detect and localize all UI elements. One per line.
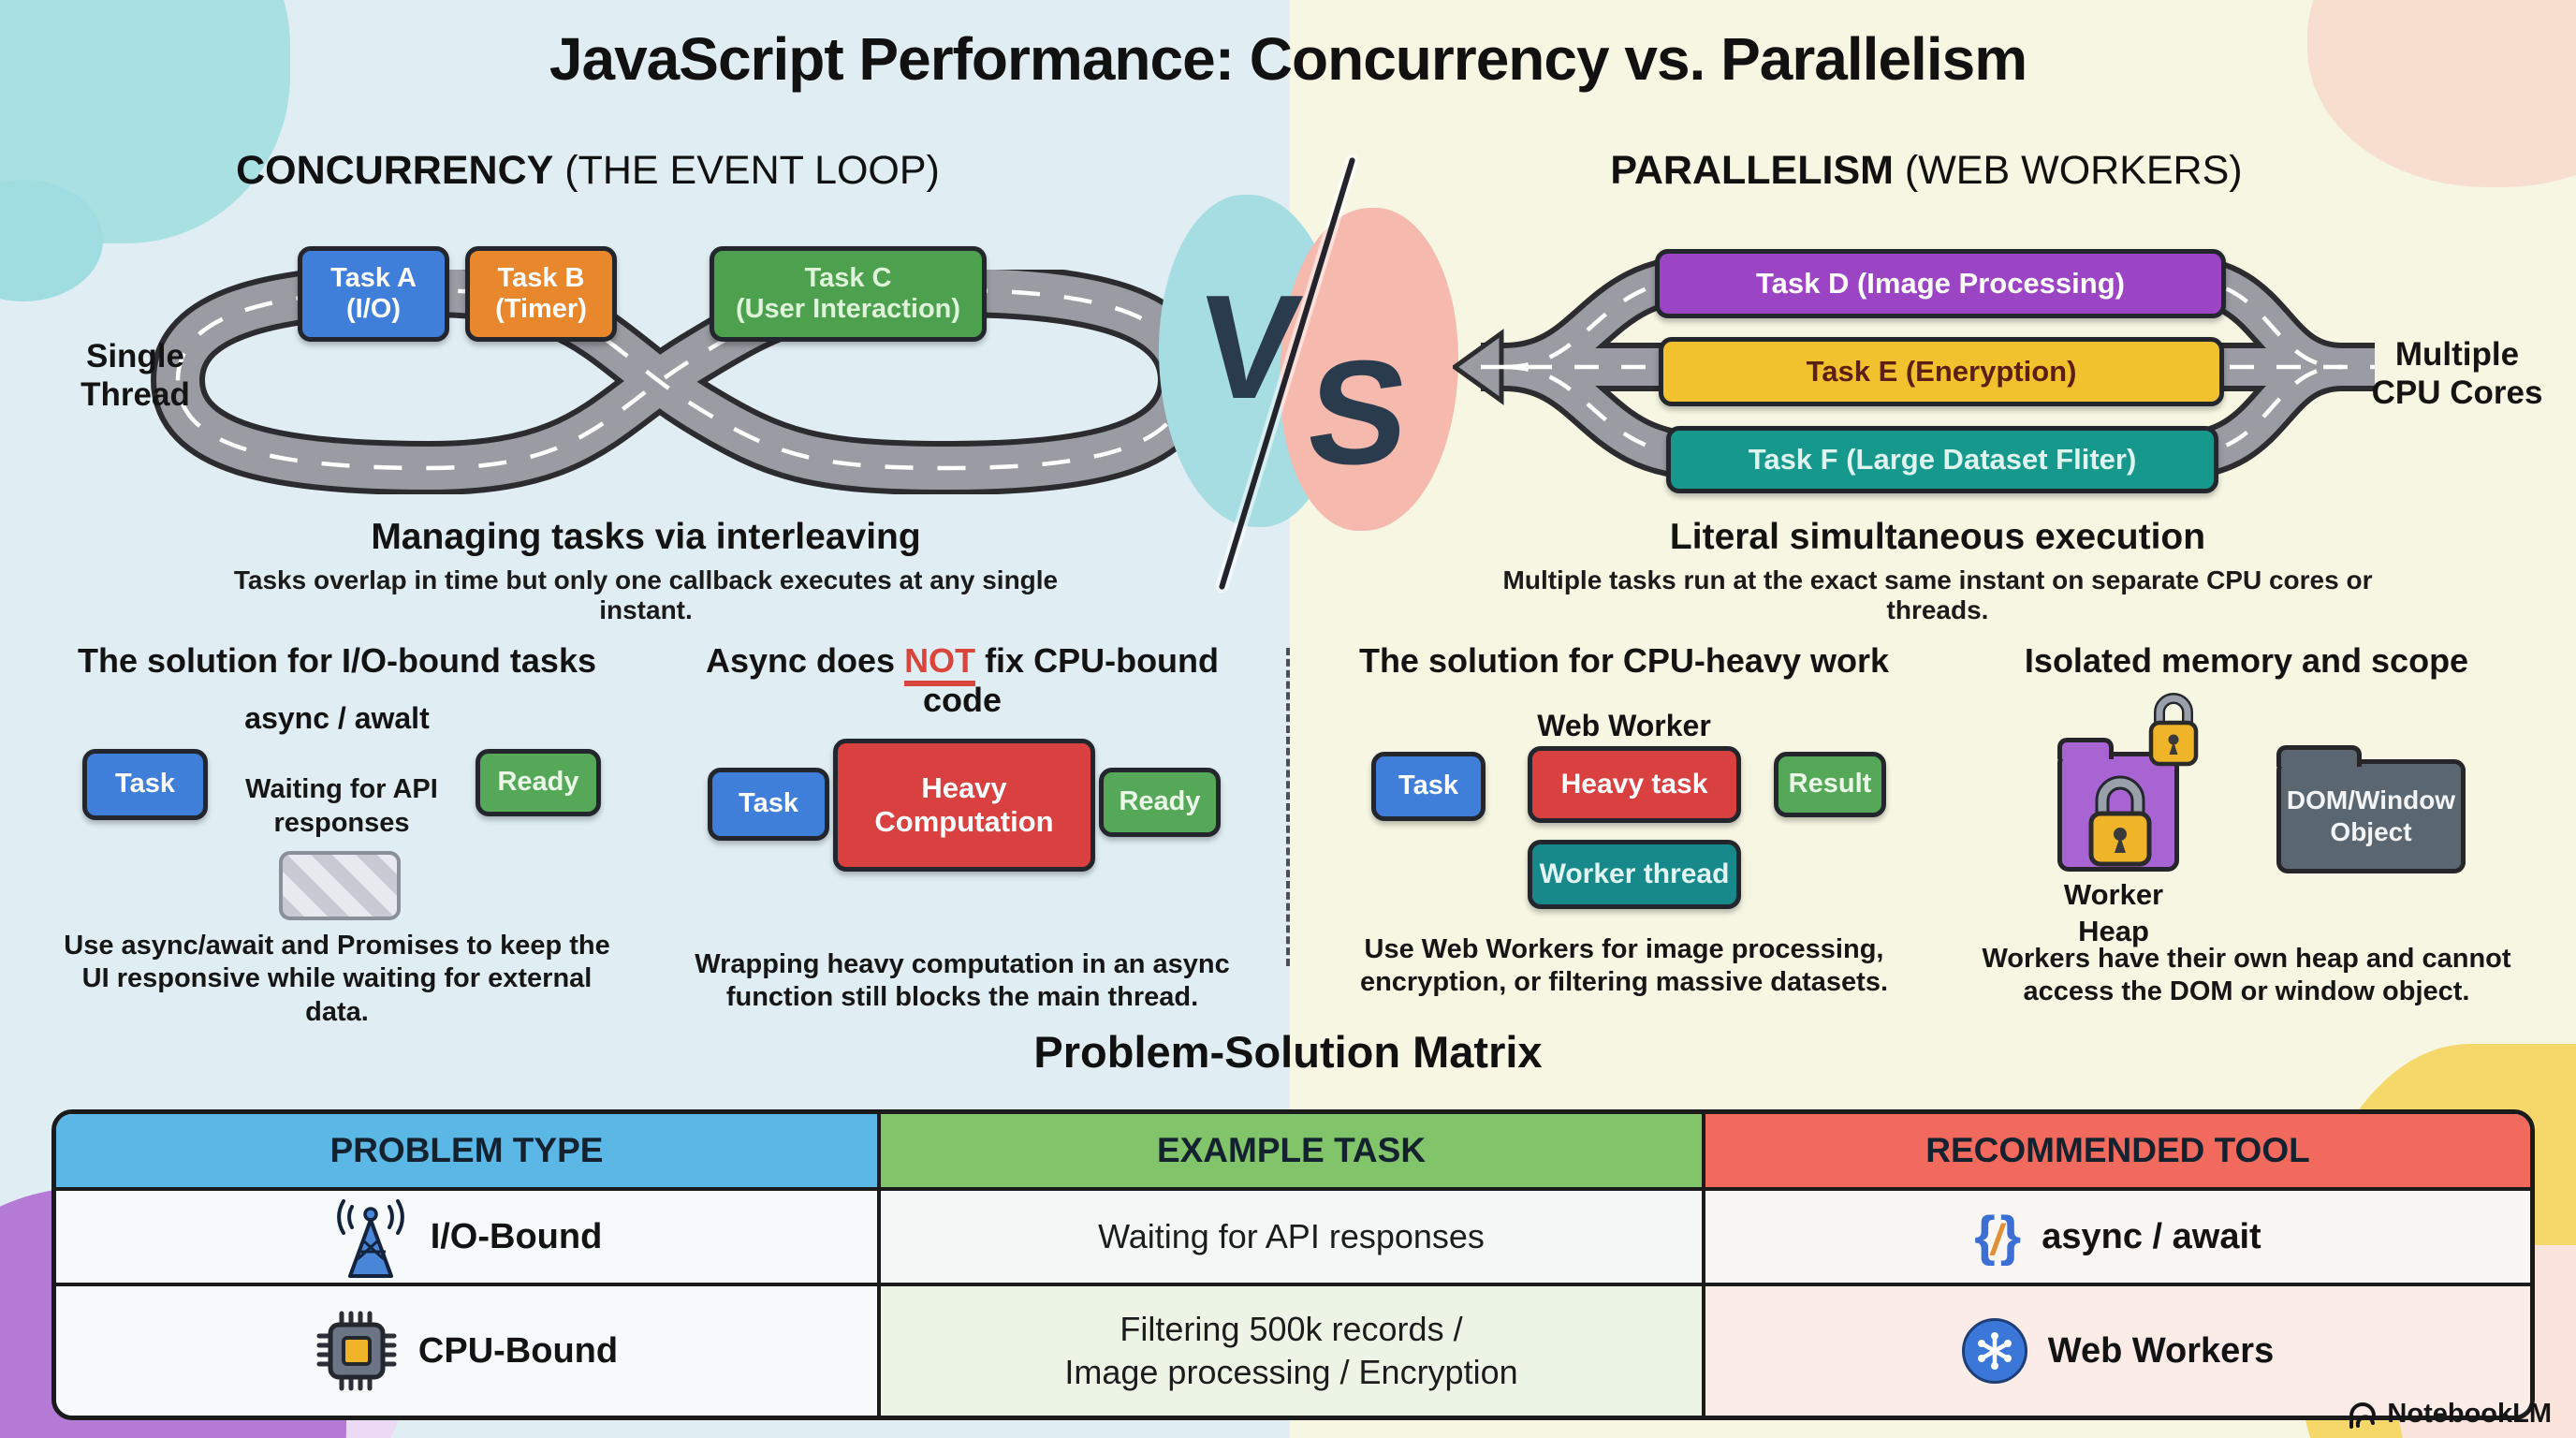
vs-peach-blob	[1281, 208, 1458, 531]
io-waiting-text: Waiting for API responses	[245, 774, 438, 839]
cpu-heading: The solution for CPU-heavy work	[1358, 641, 1890, 680]
infinity-road-graphic	[151, 270, 1212, 494]
problem-type-value: CPU-Bound	[417, 1330, 619, 1371]
vs-letter-s: S	[1299, 330, 1416, 495]
worker-hub-icon	[1961, 1318, 2027, 1384]
notebooklm-logo-icon	[2349, 1401, 2377, 1429]
problem-solution-table: PROBLEM TYPE EXAMPLE TASK RECOMMENDED TO…	[51, 1109, 2535, 1420]
io-pending-hatched-box	[279, 851, 401, 920]
isolated-caption: Workers have their own heap and cannot a…	[1982, 944, 2511, 1007]
cpu-task-box: Task	[1371, 752, 1486, 821]
concurrency-caption-sub: Tasks overlap in time but only one callb…	[233, 565, 1059, 624]
cpu-subtitle: Web Worker	[1537, 709, 1711, 742]
cpu-heavy-task-box: Heavy task	[1528, 746, 1741, 823]
async-not-caption: Wrapping heavy computation in an async f…	[695, 949, 1230, 1013]
cpu-result-box: Result	[1774, 752, 1886, 817]
task-b-label: Task B(Timer)	[495, 262, 587, 324]
parallelism-heading: PARALLELISM (WEB WORKERS)	[1505, 148, 2348, 194]
task-b-box: Task B(Timer)	[465, 246, 617, 342]
io-heading: The solution for I/O-bound tasks	[78, 641, 596, 680]
io-subtitle: async / awalt	[244, 701, 430, 735]
task-c-box: Task C(User Interaction)	[710, 246, 987, 342]
tool-value: async / await	[2042, 1216, 2261, 1256]
worker-heap-label: Worker Heap	[2063, 878, 2164, 947]
task-a-label: Task A(I/O)	[330, 262, 417, 324]
parallelism-caption-sub: Multiple tasks run at the exact same ins…	[1502, 565, 2373, 624]
lower-section-divider	[1286, 648, 1290, 966]
header-problem-type: PROBLEM TYPE	[56, 1114, 881, 1187]
io-task-box: Task	[82, 749, 208, 820]
tool-value: Web Workers	[2047, 1330, 2275, 1371]
table-row: CPU-Bound Filtering 500k records /Image …	[56, 1286, 2530, 1416]
task-a-box: Task A(I/O)	[298, 246, 449, 342]
vs-letter-v: V	[1191, 265, 1308, 430]
example-task-value: Waiting for API responses	[1098, 1216, 1485, 1255]
cpu-caption: Use Web Workers for image processing, en…	[1359, 934, 1889, 998]
header-recommended-tool: RECOMMENDED TOOL	[1705, 1114, 2530, 1187]
header-example-task: EXAMPLE TASK	[881, 1114, 1705, 1187]
async-task-box: Task	[708, 768, 829, 841]
io-caption: Use async/await and Promises to keep the…	[64, 931, 610, 1027]
task-f-label: Task F (Large Dataset Fliter)	[1748, 443, 2137, 477]
code-braces-icon: {/}	[1974, 1205, 2022, 1267]
task-f-box: Task F (Large Dataset Fliter)	[1666, 426, 2218, 493]
page-title: JavaScript Performance: Concurrency vs. …	[549, 25, 2027, 93]
small-lock-icon	[2148, 693, 2199, 767]
problem-type-value: I/O-Bound	[430, 1216, 603, 1256]
task-d-label: Task D (Image Processing)	[1756, 267, 2125, 301]
cpu-chip-icon	[316, 1311, 397, 1391]
worker-thread-box: Worker thread	[1528, 840, 1741, 909]
heavy-computation-box: Heavy Computation	[833, 739, 1095, 872]
task-d-box: Task D (Image Processing)	[1655, 249, 2226, 318]
task-c-label: Task C(User Interaction)	[735, 262, 961, 324]
dom-window-label: DOM/Window Object	[2286, 785, 2456, 846]
parallelism-heading-bold: PARALLELISM	[1610, 148, 1894, 193]
table-row: I/O-Bound Waiting for API responses {/} …	[56, 1191, 2530, 1286]
task-e-label: Task E (Eneryption)	[1806, 355, 2077, 389]
parallelism-caption-title: Literal simultaneous execution	[1669, 517, 2206, 557]
table-header-row: PROBLEM TYPE EXAMPLE TASK RECOMMENDED TO…	[56, 1114, 2530, 1191]
concurrency-heading-paren: (THE EVENT LOOP)	[553, 148, 940, 193]
dom-window-folder-icon: DOM/Window Object	[2276, 745, 2466, 873]
concurrency-heading-bold: CONCURRENCY	[236, 148, 554, 193]
single-thread-label: Single Thread	[80, 338, 190, 414]
async-not-heading: Async does NOT fix CPU-bound code	[705, 641, 1220, 719]
concurrency-heading: CONCURRENCY (THE EVENT LOOP)	[167, 148, 1009, 194]
task-e-box: Task E (Eneryption)	[1659, 337, 2224, 406]
example-task-value: Filtering 500k records /Image processing…	[1064, 1309, 1518, 1391]
io-ready-box: Ready	[476, 749, 601, 816]
watermark-text: NotebookLM	[2387, 1399, 2552, 1429]
matrix-title: Problem-Solution Matrix	[1033, 1027, 1543, 1077]
multiple-cpu-cores-label: Multiple CPU Cores	[2371, 336, 2543, 412]
isolated-heading: Isolated memory and scope	[2024, 641, 2469, 680]
concurrency-caption-title: Managing tasks via interleaving	[371, 517, 921, 557]
radio-tower-icon	[336, 1199, 404, 1278]
notebooklm-watermark: NotebookLM	[2348, 1399, 2552, 1430]
not-emphasis: NOT	[904, 641, 976, 686]
lock-icon	[2088, 775, 2152, 867]
parallelism-heading-paren: (WEB WORKERS)	[1893, 148, 2243, 193]
async-ready-box: Ready	[1099, 768, 1221, 837]
